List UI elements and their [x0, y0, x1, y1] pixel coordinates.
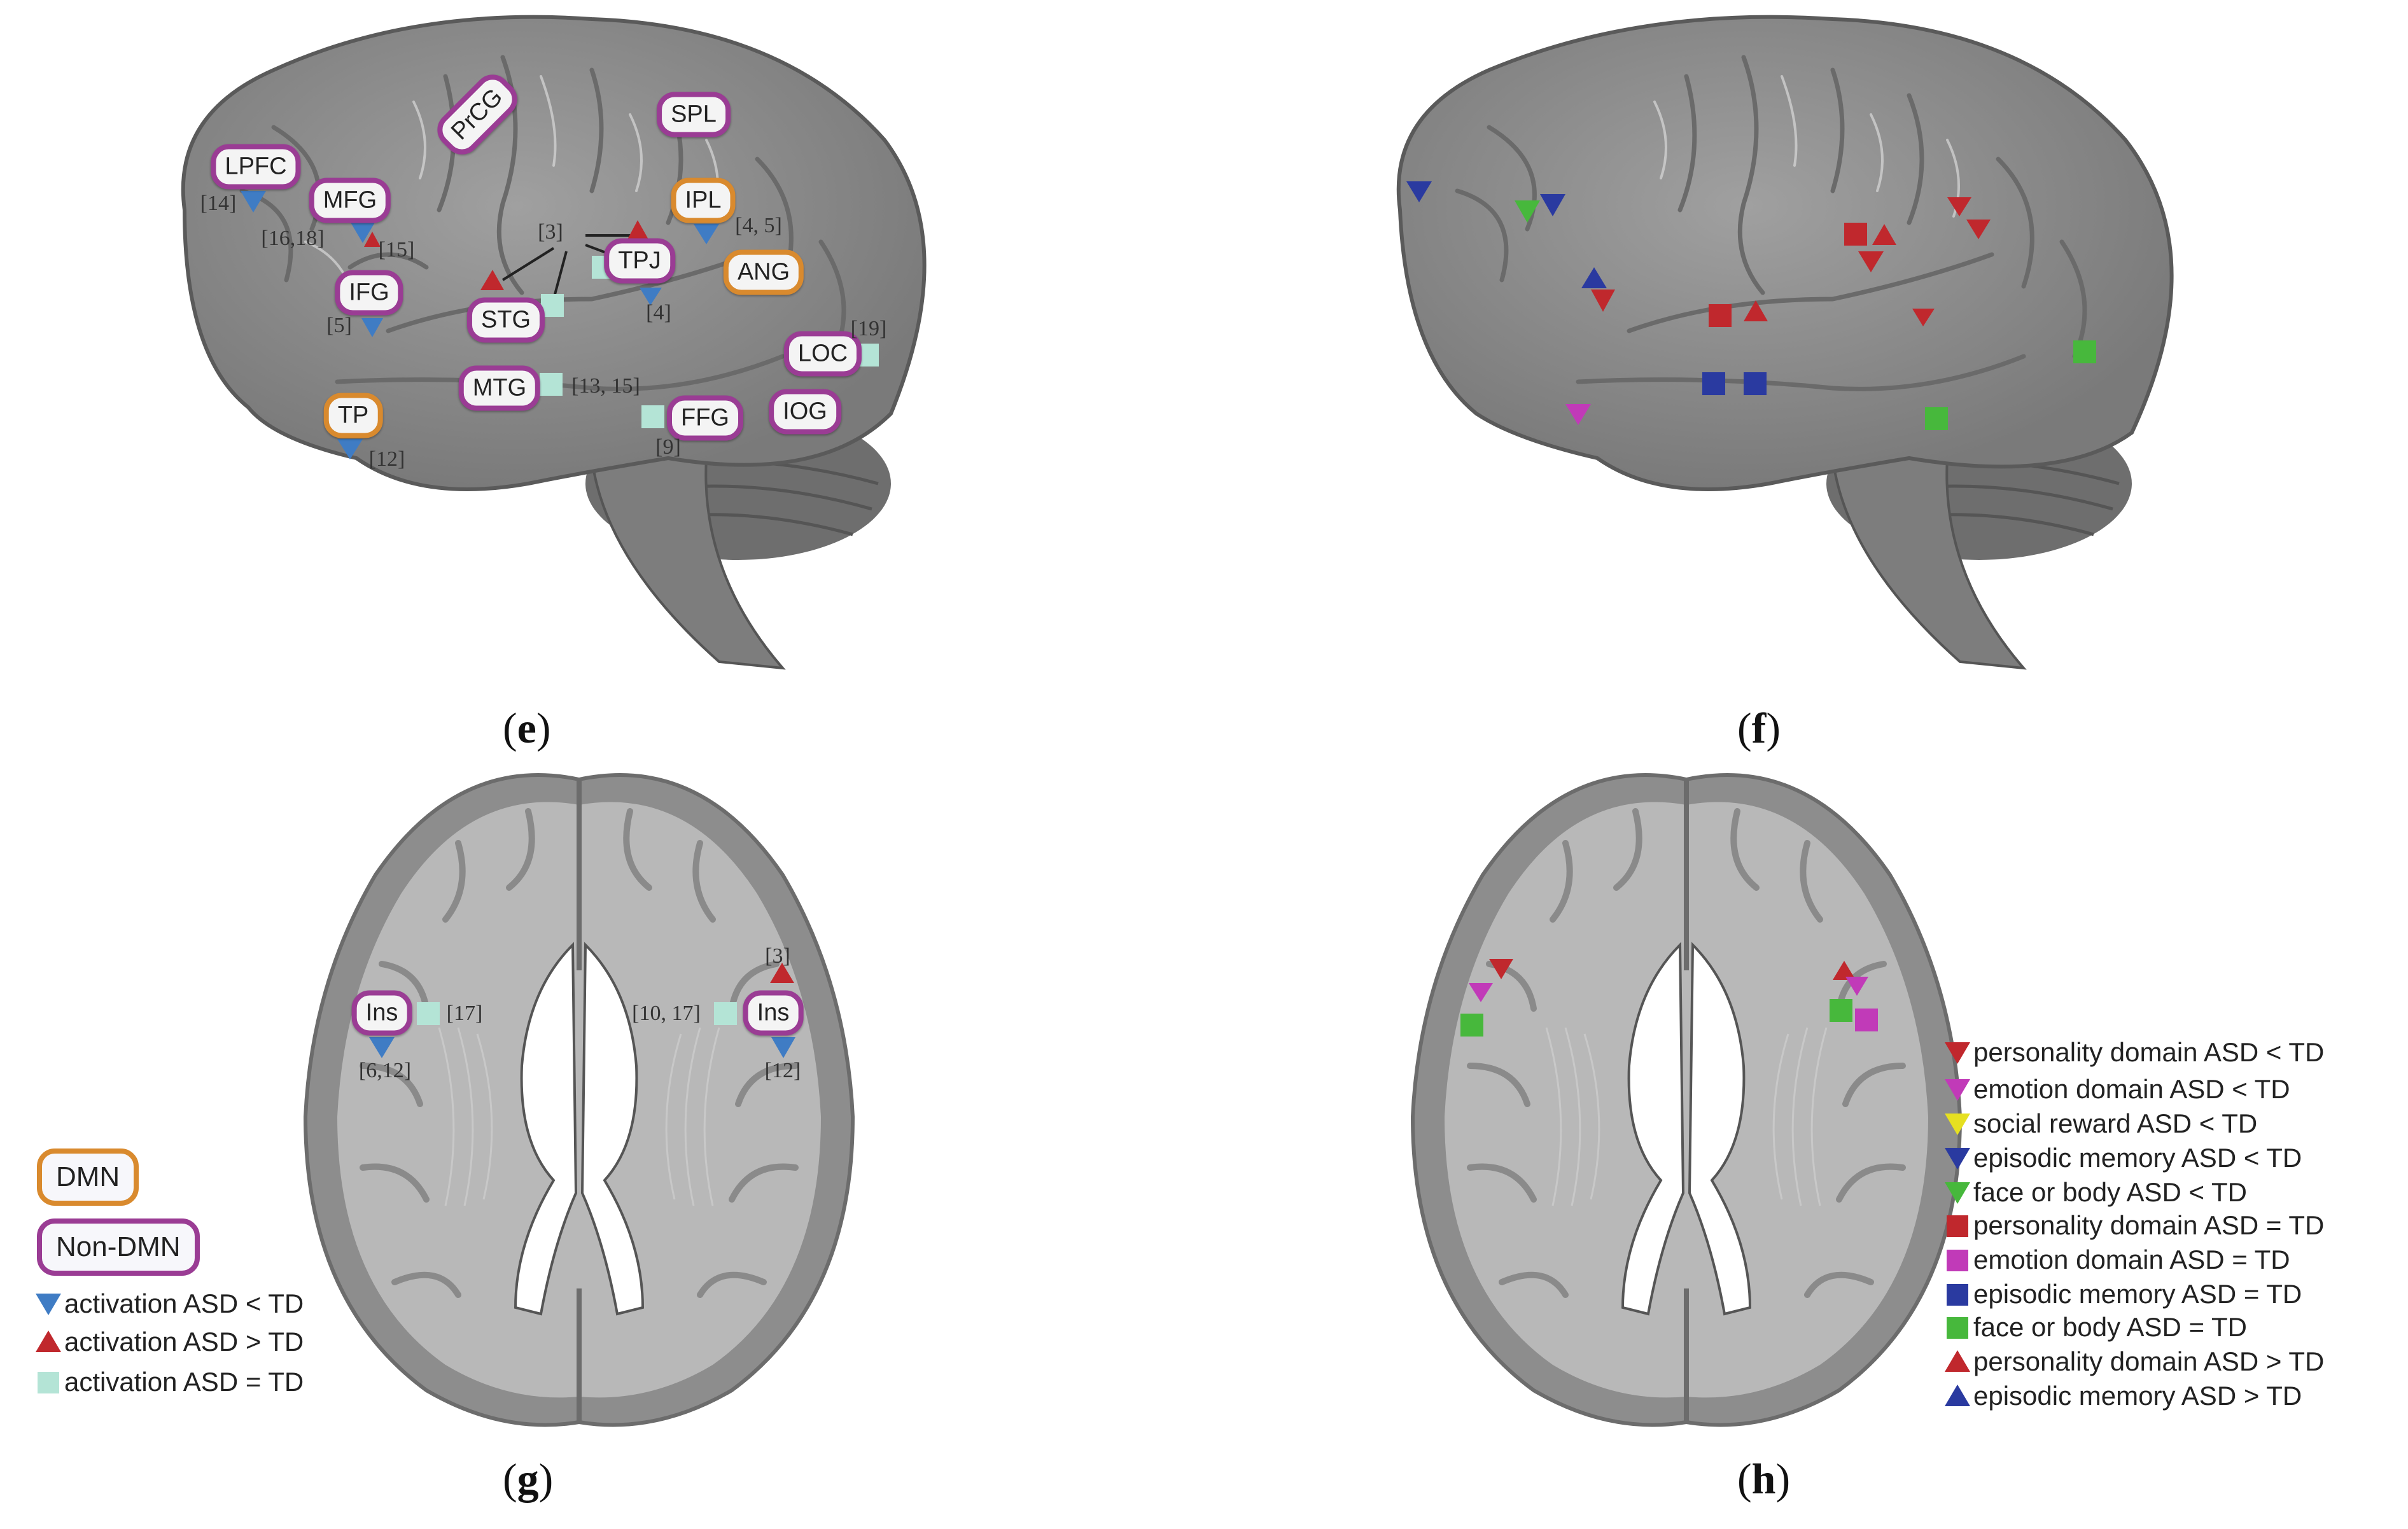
square-icon [1947, 1215, 1968, 1237]
legend-item-h: personality domain ASD > TD [1944, 1346, 2324, 1377]
legend-item-h: episodic memory ASD = TD [1944, 1279, 2302, 1309]
region-label-iog: IOG [769, 389, 841, 435]
triangle-down-icon [1945, 1114, 1970, 1135]
panel-e: LPFC MFG PrCG SPL IPL TPJ ANG IFG STG LO… [146, 0, 942, 687]
citation: [17] [446, 1002, 483, 1025]
square-icon [1947, 1317, 1968, 1339]
legend-label: emotion domain ASD = TD [1973, 1245, 2290, 1274]
citation: [15] [378, 238, 415, 262]
citation: [3] [765, 944, 790, 968]
citation: [10, 17] [632, 1002, 701, 1025]
citation: [3] [538, 220, 563, 244]
region-label-ipl: IPL [671, 178, 736, 223]
region-label-spl: SPL [657, 92, 731, 137]
panel-h [1406, 760, 1966, 1435]
citation: [6,12] [358, 1059, 412, 1082]
triangle-up-icon [36, 1330, 61, 1352]
citation: [19] [850, 317, 887, 340]
legend-non-dmn-box: Non-DMN [37, 1218, 200, 1276]
brain-axial-illustration-h [1410, 773, 1963, 1427]
triangle-down-icon [1945, 1148, 1970, 1169]
triangle-down-icon [1945, 1042, 1970, 1064]
region-label-tpj: TPJ [604, 238, 675, 284]
legend-label: social reward ASD < TD [1973, 1108, 2258, 1138]
citation: [14] [200, 192, 237, 215]
legend-item-h: personality domain ASD = TD [1944, 1210, 2324, 1241]
region-label-stg: STG [466, 297, 545, 343]
citation: [13, 15] [571, 374, 640, 398]
legend-item-h: face or body ASD = TD [1944, 1312, 2247, 1343]
panel-label-f: (f) [1737, 704, 1781, 752]
markers-f [1406, 181, 2096, 430]
region-label-loc: LOC [783, 331, 862, 377]
square-icon [1947, 1284, 1968, 1306]
markers-e [241, 191, 879, 459]
legend-item-h: social reward ASD < TD [1944, 1108, 2257, 1139]
legend-label: personality domain ASD < TD [1973, 1037, 2325, 1067]
legend-label: activation ASD > TD [64, 1327, 304, 1357]
legend-item-g: activation ASD > TD [35, 1327, 304, 1357]
markers-g [369, 963, 795, 1058]
brain-lateral-illustration-e [181, 15, 927, 670]
legend-label: face or body ASD < TD [1973, 1177, 2247, 1207]
region-label-lpfc: LPFC [211, 144, 301, 190]
legend-label: episodic memory ASD < TD [1973, 1143, 2302, 1173]
panel-label-e: (e) [503, 704, 551, 752]
citation: [9] [655, 435, 681, 459]
legend-item-g: activation ASD < TD [35, 1288, 304, 1319]
panel-g: Ins Ins [17] [6,12] [10, 17] [3] [12] [299, 760, 859, 1435]
panel-label-g: (g) [503, 1455, 554, 1503]
legend-label: activation ASD = TD [64, 1367, 304, 1397]
brain-lateral-illustration-f [1396, 15, 2174, 670]
region-label-ang: ANG [723, 249, 804, 295]
triangle-up-icon [1945, 1385, 1970, 1406]
legend-label: episodic memory ASD = TD [1973, 1279, 2302, 1309]
legend-item-h: personality domain ASD < TD [1944, 1037, 2324, 1068]
legend-item-h: emotion domain ASD = TD [1944, 1245, 2290, 1275]
citation: [5] [326, 314, 352, 337]
legend-item-h: face or body ASD < TD [1944, 1177, 2247, 1208]
legend-item-h: emotion domain ASD < TD [1944, 1074, 2290, 1105]
legend-label: face or body ASD = TD [1973, 1312, 2247, 1342]
panel-label-h: (h) [1737, 1455, 1791, 1503]
legend-label: personality domain ASD > TD [1973, 1346, 2325, 1376]
triangle-down-icon [36, 1294, 61, 1315]
legend-label: personality domain ASD = TD [1973, 1210, 2325, 1240]
legend-item-h: episodic memory ASD < TD [1944, 1143, 2302, 1173]
legend-label: activation ASD < TD [64, 1288, 304, 1318]
triangle-down-icon [1945, 1079, 1970, 1101]
citation: [12] [368, 447, 405, 471]
legend-item-g: activation ASD = TD [35, 1367, 304, 1397]
legend-dmn-box: DMN [37, 1148, 139, 1206]
legend-item-h: episodic memory ASD > TD [1944, 1381, 2302, 1411]
legend-label: emotion domain ASD < TD [1973, 1074, 2290, 1104]
citation: [4, 5] [735, 214, 782, 237]
markers-h [1460, 959, 1878, 1037]
region-label-ins-right: Ins [743, 990, 804, 1036]
citation: [16,18] [261, 227, 325, 250]
triangle-down-icon [1945, 1182, 1970, 1204]
region-label-ins-left: Ins [351, 990, 412, 1036]
square-icon [1947, 1250, 1968, 1271]
brain-axial-illustration-g [303, 773, 855, 1427]
region-label-mtg: MTG [458, 365, 541, 411]
panel-f [1387, 0, 2183, 687]
citation: [4] [646, 301, 671, 325]
triangle-up-icon [1945, 1350, 1970, 1372]
region-label-tp: TP [323, 393, 383, 438]
square-icon [38, 1372, 59, 1393]
region-label-mfg: MFG [309, 178, 391, 223]
region-label-ifg: IFG [335, 270, 403, 316]
region-label-ffg: FFG [667, 395, 743, 441]
citation: [12] [764, 1059, 801, 1082]
legend-label: episodic memory ASD > TD [1973, 1381, 2302, 1411]
